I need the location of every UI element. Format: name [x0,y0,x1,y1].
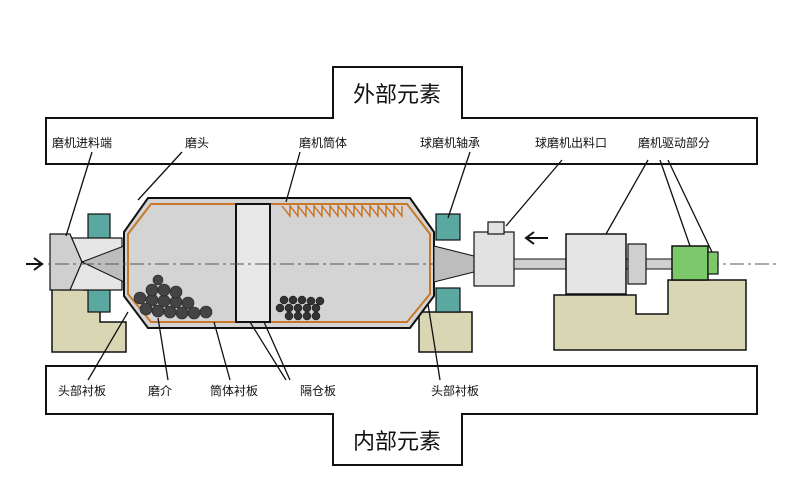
grinding-media-chamber-2 [275,295,325,321]
stepped-liner [281,203,403,219]
label-mill-head: 磨头 [185,136,209,150]
discharge-cone [433,245,475,283]
right-foundation [418,311,473,353]
outlet-housing [473,231,515,287]
motor-end-cap [707,251,719,275]
label-feed-end: 磨机进料端 [52,136,112,150]
label-grinding-media: 磨介 [148,384,172,398]
external-elements-title: 外部元素 [353,83,441,108]
mill-shell [123,197,435,329]
gear-reducer [565,233,627,295]
external-elements-frame [45,66,758,165]
outlet-spout [487,221,505,235]
drive-foundation [553,279,747,351]
label-head-liner-right: 头部衬板 [431,383,479,398]
left-bearing-bottom [87,287,111,313]
internal-elements-title: 内部元素 [353,430,441,455]
grinding-media-chamber-1 [133,274,213,320]
left-bearing-top [87,213,111,241]
internal-elements-frame [45,365,758,466]
label-shell-liner: 筒体衬板 [210,383,258,398]
label-mill-drive: 磨机驱动部分 [638,135,710,150]
label-head-liner-left: 头部衬板 [58,383,106,398]
label-ball-mill-bearing: 球磨机轴承 [420,135,480,150]
label-mill-shell: 磨机筒体 [299,135,347,150]
partition-plate [235,203,271,323]
right-bearing-bottom [435,287,461,313]
label-ball-mill-outlet: 球磨机出料口 [535,136,607,150]
leader-lines [65,151,713,381]
right-bearing-top [435,213,461,241]
outlet-arrow [524,231,548,245]
label-partition-plate: 隔仓板 [300,384,336,398]
drive-motor [671,245,709,281]
coupling [627,243,647,285]
feed-arrow [26,257,44,271]
